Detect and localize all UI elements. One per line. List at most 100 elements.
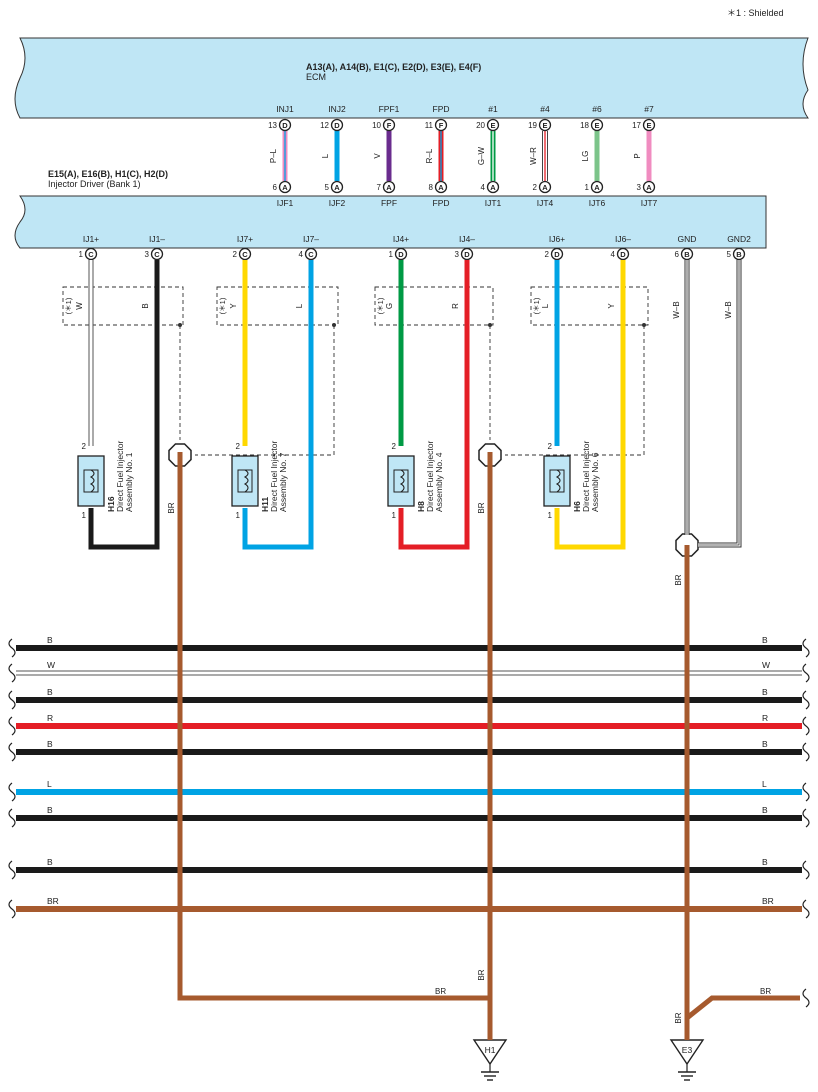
- output-wire-color: R: [451, 303, 460, 309]
- coil-icon: [243, 469, 249, 493]
- ecm-panel: [14, 37, 809, 119]
- driver-output-num: 5: [727, 250, 732, 259]
- bus-break-left: [8, 782, 16, 802]
- bus-break-right: [802, 782, 810, 802]
- driver-pin-conn: A: [282, 183, 288, 192]
- ecm-pin-terminal: [486, 118, 500, 132]
- driver-output-conn: C: [88, 250, 94, 259]
- driver-output-num: 3: [455, 250, 460, 259]
- bus-break-left: [8, 690, 16, 710]
- shield-junction: [178, 323, 182, 327]
- injector-pin-top: 2: [392, 442, 397, 451]
- injector-coil-box: [393, 469, 409, 493]
- driver-output-num: 1: [389, 250, 394, 259]
- injector-line2: Assembly No. 6: [590, 452, 600, 512]
- driver-output-num: 4: [299, 250, 304, 259]
- driver-pin-terminal: [434, 180, 448, 194]
- driver-pin-label: IJT1: [485, 198, 502, 208]
- driver-pin-terminal: [642, 180, 656, 194]
- driver-output-label: GND: [678, 234, 697, 244]
- wire-gnd2-stripe: [698, 260, 740, 546]
- driver-output-num: 2: [233, 250, 238, 259]
- bus-break-right: [802, 988, 810, 1008]
- bus-wire-label-left: B: [47, 687, 53, 697]
- shield-mark: (＊1): [376, 297, 385, 314]
- driver-pin-conn: A: [542, 183, 548, 192]
- driver-pin-num: 5: [325, 183, 330, 192]
- ecm-pin-label: FPD: [433, 104, 450, 114]
- output-wire-color: W: [75, 302, 84, 310]
- ecm-connector-codes: A13(A), A14(B), E1(C), E2(D), E3(E), E4(…: [306, 62, 481, 72]
- bus-break-right: [802, 860, 810, 880]
- bus-wire-label-right: B: [762, 687, 768, 697]
- bus-break-right: [802, 663, 810, 683]
- bus-wire-label-left: B: [47, 857, 53, 867]
- driver-output-label: IJ4+: [393, 234, 409, 244]
- bus-wire-label-right: R: [762, 713, 768, 723]
- driver-output-label: IJ6–: [615, 234, 631, 244]
- ecm-pin-conn: F: [387, 121, 392, 130]
- wire-ij6-minus: [554, 260, 626, 550]
- driver-name: Injector Driver (Bank 1): [48, 179, 141, 189]
- shield-mark: (＊1): [218, 297, 227, 314]
- driver-output-label: IJ1+: [83, 234, 99, 244]
- driver-outputs: IJ1+1IJ1–3IJ7+2IJ7–4IJ4+1IJ4–3IJ6+2IJ6–4…: [79, 234, 751, 261]
- driver-pin-conn: A: [334, 183, 340, 192]
- output-wire-color: Y: [607, 303, 616, 309]
- driver-pin-conn: A: [490, 183, 496, 192]
- drain-br-label: BR: [674, 574, 683, 585]
- ecm-pin-terminal: [434, 118, 448, 132]
- driver-output-label: IJ7+: [237, 234, 253, 244]
- bus-wire-label-left: W: [47, 660, 55, 670]
- ecm-pin-label: #1: [488, 104, 498, 114]
- bus-break-right: [802, 808, 810, 828]
- driver-output-terminal: [394, 247, 408, 261]
- driver-pin-label: IJF1: [277, 198, 294, 208]
- bus-break-right: [802, 716, 810, 736]
- shield-box: [374, 286, 494, 326]
- ecm-wire-color: W–R: [529, 147, 538, 165]
- ecm-pin-num: 19: [528, 121, 537, 130]
- shield-mark: (＊1): [532, 297, 541, 314]
- ecm-pin-conn: D: [334, 121, 340, 130]
- driver-pin-terminal: [330, 180, 344, 194]
- bus-break-right: [802, 690, 810, 710]
- injector-code: H8: [416, 501, 426, 512]
- shield-box: [530, 286, 649, 326]
- bus-break-right: [802, 742, 810, 762]
- bus-wire-label-right: B: [762, 857, 768, 867]
- driver-output-num: 1: [79, 250, 84, 259]
- driver-pin-terminal: [278, 180, 292, 194]
- ecm-pin-num: 20: [476, 121, 485, 130]
- driver-output-terminal: [304, 247, 318, 261]
- injector-code: H16: [106, 496, 116, 512]
- bus-wire-label-left: B: [47, 739, 53, 749]
- ecm-pin-num: 18: [580, 121, 589, 130]
- driver-output-conn: B: [684, 250, 690, 259]
- ecm-pin-num: 12: [320, 121, 329, 130]
- ecm-pin-conn: F: [439, 121, 444, 130]
- ecm-pin-label: #4: [540, 104, 550, 114]
- injector-coil-box: [549, 469, 565, 493]
- ecm-pin-num: 10: [372, 121, 381, 130]
- ecm-wire-color: G–W: [477, 146, 486, 165]
- injector-line1: Direct Fuel Injector: [425, 441, 435, 512]
- ecm-wire-color: L: [321, 153, 330, 158]
- injector-line2: Assembly No. 4: [434, 452, 444, 512]
- wire-ij7-minus: [242, 260, 314, 550]
- injector-code: H11: [260, 497, 270, 512]
- driver-output-terminal: [460, 247, 474, 261]
- injector-line1: Direct Fuel Injector: [581, 441, 591, 512]
- driver-output-num: 3: [145, 250, 150, 259]
- ecm-pin-terminal: [538, 118, 552, 132]
- driver-output-terminal: [150, 247, 164, 261]
- injector-coil-box: [237, 469, 253, 493]
- ecm-pin-conn: E: [594, 121, 599, 130]
- injector-pin-bottom: 1: [82, 511, 87, 520]
- ecm-pin-terminal: [382, 118, 396, 132]
